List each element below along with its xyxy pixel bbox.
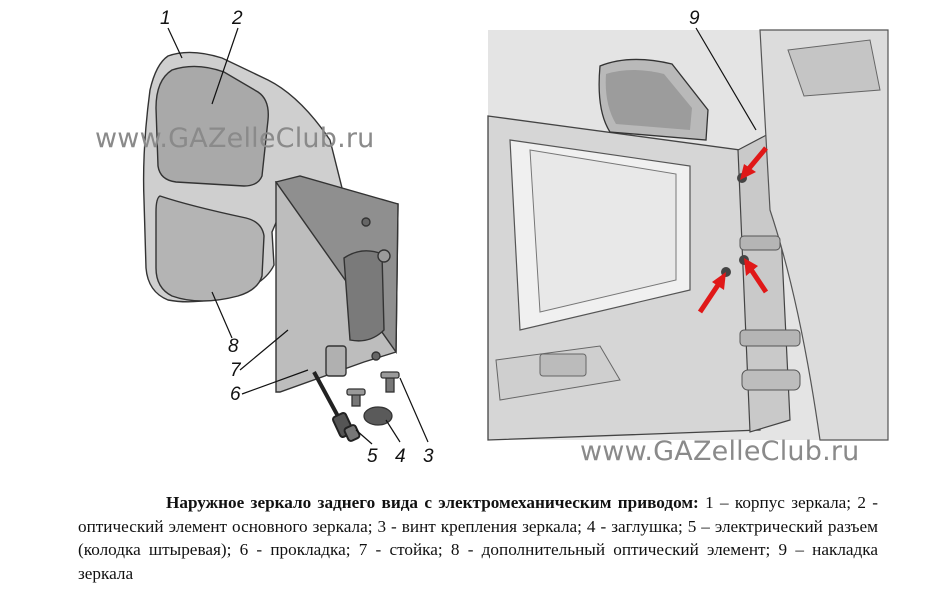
mirror-bracket <box>274 175 399 393</box>
mirror-housing <box>142 51 343 303</box>
callout-4: 4 <box>395 446 406 467</box>
callout-2: 2 <box>232 8 243 29</box>
callout-8: 8 <box>228 336 239 357</box>
caption-title: Наружное зеркало заднего вида с электром… <box>166 493 699 512</box>
red-arrows <box>697 146 769 314</box>
watermark-top: www.GAZelleClub.ru <box>95 123 375 154</box>
connector-and-cable <box>312 371 361 442</box>
door-photo <box>487 29 889 441</box>
figure-caption: Наружное зеркало заднего вида с электром… <box>78 491 878 585</box>
mirror-exploded-view <box>142 27 889 445</box>
leader-lines-left <box>167 27 429 445</box>
screws-and-plug <box>346 371 400 426</box>
caption-body: 1 – корпус зеркала; 2 - оптический элеме… <box>78 493 878 583</box>
callout-5: 5 <box>367 446 378 467</box>
leader-line-right <box>695 27 757 131</box>
callout-6: 6 <box>230 384 241 405</box>
callout-9: 9 <box>689 8 700 29</box>
callout-3: 3 <box>423 446 434 467</box>
callout-1: 1 <box>160 8 171 29</box>
figure: www.GAZelleClub.ru www.GAZelleClub.ru 1 … <box>95 8 889 467</box>
watermark-bottom: www.GAZelleClub.ru <box>580 436 860 467</box>
callout-7: 7 <box>230 360 241 381</box>
